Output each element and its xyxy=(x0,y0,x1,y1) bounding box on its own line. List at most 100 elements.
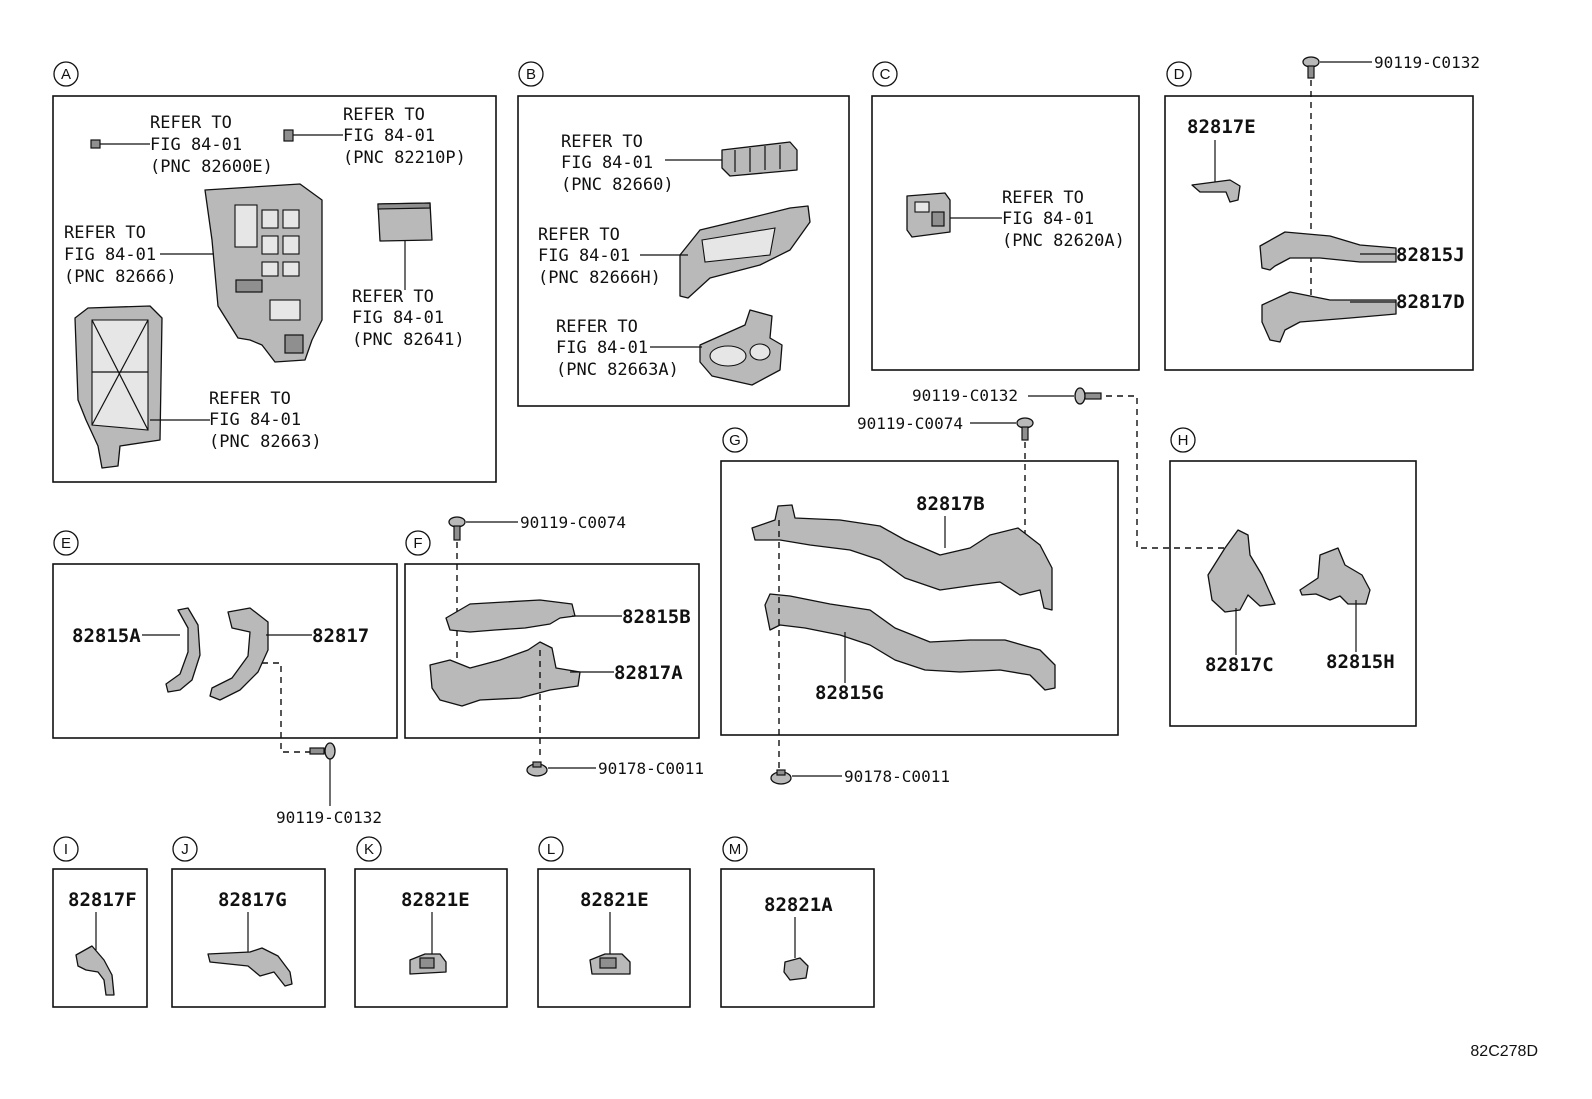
section-label-h: H xyxy=(1170,427,1196,453)
ref-82641-line1: REFER TO xyxy=(352,287,434,307)
ref-82663a-line2: FIG 84-01 xyxy=(556,338,648,358)
bolt-d-top-label: 90119-C0132 xyxy=(1374,53,1480,72)
ref-82620a-line1: REFER TO xyxy=(1002,188,1084,208)
relay-block-82666-shape xyxy=(204,183,323,363)
part-82817a-label: 82817A xyxy=(614,662,683,684)
part-82817g-label: 82817G xyxy=(218,889,287,911)
ref-82660-line3: (PNC 82660) xyxy=(561,175,674,195)
bolt-e-bot-icon xyxy=(309,742,336,760)
ref-82666h-line1: REFER TO xyxy=(538,225,620,245)
part-82817e-label: 82817E xyxy=(1187,116,1256,138)
part-82817d-label: 82817D xyxy=(1396,291,1465,313)
bracket-82666h-shape xyxy=(679,205,811,299)
section-label-j: J xyxy=(172,836,198,862)
ref-82641-line3: (PNC 82641) xyxy=(352,330,465,350)
clip-g-bot-icon xyxy=(770,769,792,785)
section-label-m: M xyxy=(722,836,748,862)
ref-82210p-line2: FIG 84-01 xyxy=(343,126,435,146)
ref-82666h-line3: (PNC 82666H) xyxy=(538,268,661,288)
ref-82210p-line1: REFER TO xyxy=(343,105,425,125)
part-82815g-label: 82815G xyxy=(815,682,884,704)
part-82815h-shape xyxy=(1299,547,1371,605)
ref-82666-line2: FIG 84-01 xyxy=(64,245,156,265)
part-82817g-shape xyxy=(207,947,293,987)
bolt-f-top-label: 90119-C0074 xyxy=(520,513,626,532)
part-82821a-label: 82821A xyxy=(764,894,833,916)
part-82817b-shape xyxy=(751,504,1053,611)
part-82817b-label: 82817B xyxy=(916,493,985,515)
section-label-l: L xyxy=(538,836,564,862)
part-82815h-label: 82815H xyxy=(1326,651,1395,673)
section-label-f: F xyxy=(405,530,431,556)
ref-82600e-line2: FIG 84-01 xyxy=(150,135,242,155)
clip-g-bot-label: 90178-C0011 xyxy=(844,767,950,786)
section-j-box xyxy=(171,868,326,1008)
part-82815a-label: 82815A xyxy=(72,625,141,647)
ref-82660-line1: REFER TO xyxy=(561,132,643,152)
part-82817f-shape xyxy=(75,945,115,996)
svg-text:D: D xyxy=(1174,66,1185,83)
bolt-e-bot-label: 90119-C0132 xyxy=(276,808,382,827)
part-82817d-shape xyxy=(1261,291,1397,343)
part-82821e-l-label: 82821E xyxy=(580,889,649,911)
section-label-d: D xyxy=(1166,61,1192,87)
part-82815a-shape xyxy=(165,607,201,693)
section-label-c: C xyxy=(872,61,898,87)
ref-82666-line1: REFER TO xyxy=(64,223,146,243)
bolt-g-h-icon xyxy=(1074,387,1102,405)
svg-text:C: C xyxy=(880,66,891,83)
section-k-box xyxy=(354,868,508,1008)
ref-82663a-line1: REFER TO xyxy=(556,317,638,337)
svg-text:A: A xyxy=(61,66,71,83)
section-h-box xyxy=(1169,460,1417,727)
connector-82210p-shape xyxy=(283,129,294,142)
ref-82210p-line3: (PNC 82210P) xyxy=(343,148,466,168)
svg-text:K: K xyxy=(364,841,374,858)
module-82620a-shape xyxy=(906,192,951,238)
section-label-i: I xyxy=(53,836,79,862)
svg-text:M: M xyxy=(729,841,742,858)
ref-82666h-line2: FIG 84-01 xyxy=(538,246,630,266)
svg-text:B: B xyxy=(526,66,536,83)
part-82817-label: 82817 xyxy=(312,625,369,647)
part-82821e-l-shape xyxy=(589,953,631,975)
ref-82620a-line3: (PNC 82620A) xyxy=(1002,231,1125,251)
ref-82641-line2: FIG 84-01 xyxy=(352,308,444,328)
part-82815b-label: 82815B xyxy=(622,606,691,628)
svg-text:G: G xyxy=(729,432,741,449)
part-82815g-shape xyxy=(764,593,1056,691)
ref-82620a-line2: FIG 84-01 xyxy=(1002,209,1094,229)
clip-f-bot-label: 90178-C0011 xyxy=(598,759,704,778)
ref-82600e-line3: (PNC 82600E) xyxy=(150,157,273,177)
section-d-box xyxy=(1164,95,1474,371)
bolt-g-top-label: 90119-C0074 xyxy=(857,414,963,433)
ref-82663-line3: (PNC 82663) xyxy=(209,432,322,452)
bolt-g-h-label: 90119-C0132 xyxy=(912,386,1018,405)
section-label-e: E xyxy=(53,530,79,556)
part-82821e-k-label: 82821E xyxy=(401,889,470,911)
svg-text:F: F xyxy=(413,535,422,552)
part-82821e-k-shape xyxy=(409,953,447,975)
part-82817c-label: 82817C xyxy=(1205,654,1274,676)
ref-82663a-line3: (PNC 82663A) xyxy=(556,360,679,380)
section-e-box xyxy=(52,563,398,739)
part-82821a-shape xyxy=(783,957,809,981)
ref-82600e-line1: REFER TO xyxy=(150,113,232,133)
part-82817f-label: 82817F xyxy=(68,889,137,911)
connector-82660-shape xyxy=(721,141,798,177)
ref-82663-line2: FIG 84-01 xyxy=(209,410,301,430)
section-label-b: B xyxy=(518,61,544,87)
part-82817-shape xyxy=(209,607,269,701)
section-m-box xyxy=(720,868,875,1008)
svg-text:J: J xyxy=(181,841,189,858)
ref-82663-line1: REFER TO xyxy=(209,389,291,409)
bracket-82663a-shape xyxy=(699,309,783,386)
ref-82666-line3: (PNC 82666) xyxy=(64,267,177,287)
svg-text:E: E xyxy=(61,535,71,552)
cover-82641-shape xyxy=(377,202,433,242)
part-82815j-shape xyxy=(1259,231,1397,271)
box-82663-shape xyxy=(74,305,163,469)
figure-id: 82C278D xyxy=(1470,1043,1538,1060)
section-l-box xyxy=(537,868,691,1008)
